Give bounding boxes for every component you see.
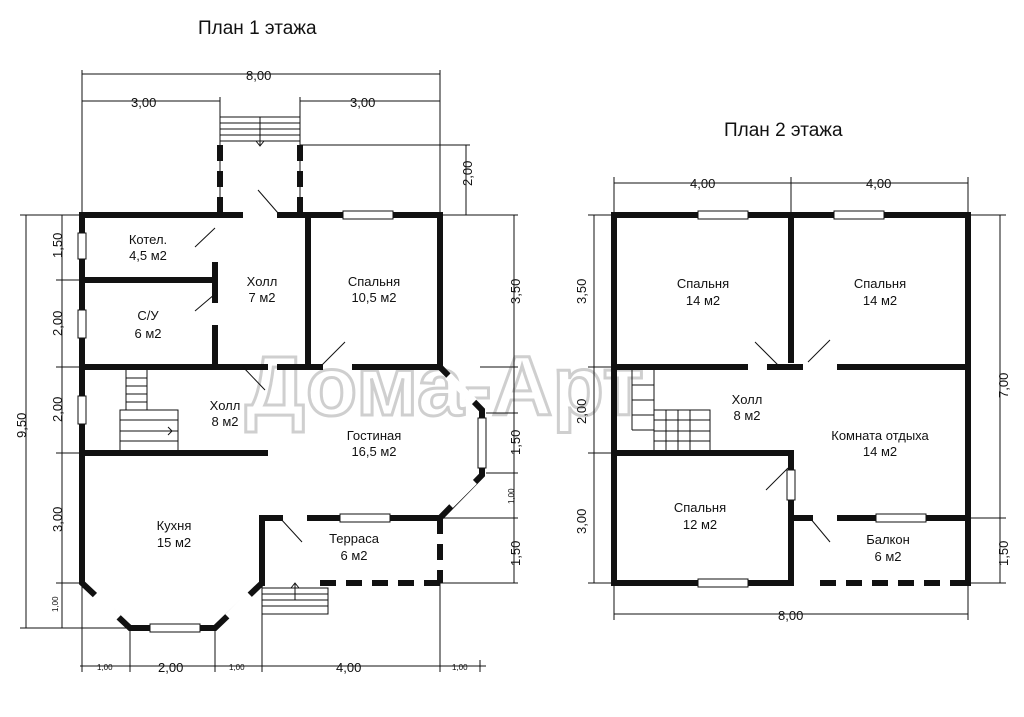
p2-dim-bottom-total: 8,00: [778, 608, 803, 623]
dim-right-1: 3,50: [508, 279, 523, 304]
dim-bottom-1: 1,00: [97, 663, 113, 672]
dim-top-total: 8,00: [246, 68, 271, 83]
room-name: Кухня: [157, 518, 192, 533]
plan-2-stairs: [631, 370, 711, 453]
room-area: 15 м2: [157, 535, 191, 550]
room-area: 4,5 м2: [129, 248, 167, 263]
plan-1-doors: [194, 189, 346, 543]
plan-1-room-labels: Котел. 4,5 м2 Холл 7 м2 Спальня 10,5 м2 …: [129, 232, 401, 563]
room-area: 6 м2: [874, 549, 901, 564]
dim-left-3: 2,00: [50, 397, 65, 422]
plan-1-top-porch-steps: [219, 116, 301, 147]
room-name: Комната отдыха: [831, 428, 929, 443]
dim-left-1: 1,50: [50, 233, 65, 258]
room-area: 14 м2: [863, 444, 897, 459]
plan-2-doors: [754, 339, 831, 543]
room-name: Гостиная: [347, 428, 402, 443]
plan-2-dimensions: 4,00 4,00 3,50 2,00 3,00 7,00 1,50 8,00: [574, 176, 1011, 623]
plan-1-right-dimensions: 3,50 1,50 1,00 1,50: [440, 214, 523, 584]
room-area: 7 м2: [248, 290, 275, 305]
room-name: Холл: [247, 274, 278, 289]
dim-porch: 2,00: [460, 161, 475, 186]
room-area: 14 м2: [686, 293, 720, 308]
p2-dim-left-3: 3,00: [574, 509, 589, 534]
room-name: Холл: [210, 398, 241, 413]
plan-2-room-labels: Спальня 14 м2 Спальня 14 м2 Холл 8 м2 Ко…: [674, 276, 930, 564]
dim-left-2: 2,00: [50, 311, 65, 336]
dim-right-2: 1,50: [508, 430, 523, 455]
dim-right-3: 1,00: [507, 488, 516, 504]
plan-1: План 1 этажа 8,00 3,00 3,00 2,00: [14, 18, 523, 675]
dim-left-4: 3,00: [50, 507, 65, 532]
dim-bottom-2: 2,00: [158, 660, 183, 675]
room-name: Балкон: [866, 532, 910, 547]
room-area: 8 м2: [211, 414, 238, 429]
dim-bottom-4: 4,00: [336, 660, 361, 675]
plan-1-bottom-dimensions: 1,00 2,00 1,00 4,00 1,00: [80, 583, 486, 675]
dim-right-4: 1,50: [508, 541, 523, 566]
room-area: 16,5 м2: [351, 444, 396, 459]
room-area: 10,5 м2: [351, 290, 396, 305]
p2-dim-right-bottom: 1,50: [996, 541, 1011, 566]
plan-1-left-dimensions: 1,50 2,00 2,00 3,00 1,00 9,50: [14, 214, 130, 629]
p2-dim-top-2: 4,00: [866, 176, 891, 191]
p2-dim-top-1: 4,00: [690, 176, 715, 191]
plan-2-windows: [697, 210, 927, 588]
p2-dim-left-1: 3,50: [574, 279, 589, 304]
room-name: Спальня: [348, 274, 400, 289]
dim-bottom-3: 1,00: [229, 663, 245, 672]
p2-dim-right-total: 7,00: [996, 373, 1011, 398]
room-name: Спальня: [677, 276, 729, 291]
dim-left-5: 1,00: [51, 596, 60, 612]
plan-1-windows: [77, 210, 487, 633]
dim-left-total: 9,50: [14, 413, 29, 438]
room-area: 6 м2: [340, 548, 367, 563]
room-area: 8 м2: [733, 408, 760, 423]
plan-2-title: План 2 этажа: [724, 120, 843, 141]
p2-dim-left-2: 2,00: [574, 399, 589, 424]
dim-bottom-5: 1,00: [452, 663, 468, 672]
room-area: 6 м2: [134, 326, 161, 341]
room-area: 14 м2: [863, 293, 897, 308]
room-name: Холл: [732, 392, 763, 407]
room-area: 12 м2: [683, 517, 717, 532]
plan-2-walls: [611, 212, 971, 586]
room-name: Терраса: [329, 531, 380, 546]
room-name: Спальня: [674, 500, 726, 515]
room-name: Спальня: [854, 276, 906, 291]
room-name: С/У: [137, 308, 159, 323]
plan-1-title: План 1 этажа: [198, 18, 317, 39]
dim-top-right: 3,00: [350, 95, 375, 110]
plan-1-stairs: [119, 370, 329, 615]
dim-top-left: 3,00: [131, 95, 156, 110]
room-name: Котел.: [129, 232, 167, 247]
plan-2: План 2 этажа 4,00 4,00 3,50 2,00 3,00 7,…: [574, 120, 1011, 623]
